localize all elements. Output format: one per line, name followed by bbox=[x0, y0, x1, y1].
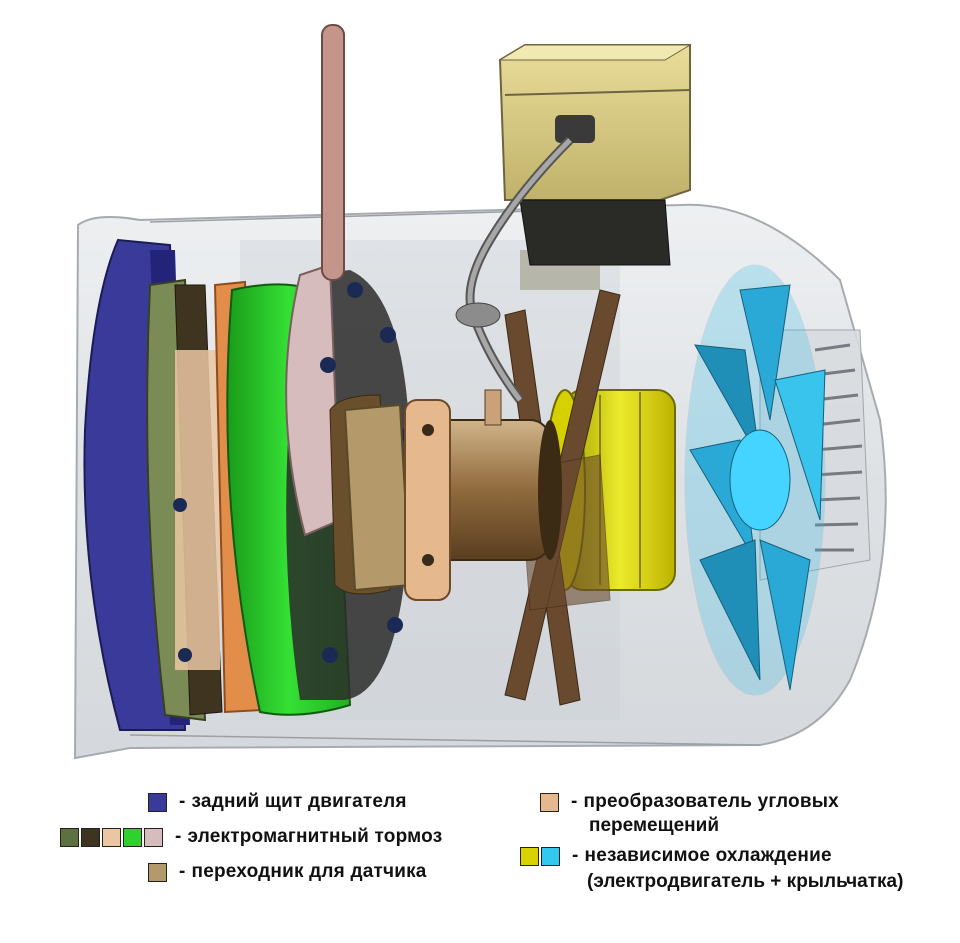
angular-encoder bbox=[404, 389, 562, 601]
legend-item-encoder: - преобразователь угловых bbox=[540, 791, 839, 813]
legend-swatch bbox=[60, 827, 79, 847]
motor-cutaway-illustration bbox=[73, 24, 887, 760]
legend-item-cooling: - независимое охлаждение bbox=[520, 845, 832, 867]
legend-dash: - bbox=[175, 826, 182, 847]
legend-label: переходник для датчика bbox=[191, 861, 427, 882]
legend-swatch bbox=[540, 792, 559, 812]
legend-swatch bbox=[144, 827, 163, 847]
sensor-adapter bbox=[329, 394, 412, 595]
legend-dash: - bbox=[571, 791, 578, 812]
legend-swatch bbox=[123, 827, 142, 847]
legend-swatch bbox=[148, 792, 167, 812]
legend-item-rear-shield: - задний щит двигателя bbox=[148, 791, 407, 813]
legend-label: независимое охлаждение bbox=[584, 845, 832, 866]
electromagnetic-brake bbox=[146, 24, 411, 722]
legend-item-brake: - электромагнитный тормоз bbox=[60, 826, 442, 848]
legend-label: преобразователь угловых bbox=[583, 791, 839, 812]
legend-label-continuation: (электродвигатель + крыльчатка) bbox=[587, 871, 904, 892]
legend-label: задний щит двигателя bbox=[191, 791, 407, 812]
legend-swatch bbox=[148, 862, 167, 882]
legend-swatch bbox=[81, 827, 100, 847]
cooling-fan-impeller bbox=[684, 264, 826, 696]
terminal-box bbox=[498, 44, 692, 266]
legend-swatch bbox=[102, 827, 121, 847]
legend-dash: - bbox=[179, 861, 186, 882]
legend-item-adapter: - переходник для датчика bbox=[148, 861, 427, 883]
legend-dash: - bbox=[179, 791, 186, 812]
legend-swatch bbox=[541, 846, 560, 866]
legend-label-continuation: перемещений bbox=[589, 815, 720, 836]
legend-dash: - bbox=[572, 845, 579, 866]
legend-label: электромагнитный тормоз bbox=[187, 826, 443, 847]
legend-swatch bbox=[520, 846, 539, 866]
